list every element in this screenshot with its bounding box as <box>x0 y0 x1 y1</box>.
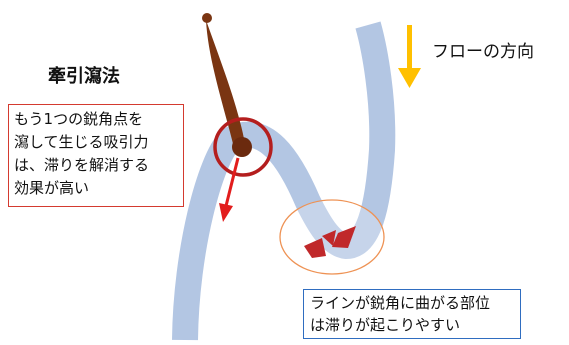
bend-note-line: は滞りが起こりやすい <box>310 316 461 334</box>
suction-note-line: 瀉して生じる吸引力 <box>14 133 149 151</box>
needle-icon <box>202 13 252 157</box>
suction-note-line: は、滞りを解消する <box>14 156 150 174</box>
needle-circle <box>213 117 273 177</box>
bend-note-line: ラインが鋭角に曲がる部位 <box>310 294 491 312</box>
bend-note-box: ラインが鋭角に曲がる部位 は滞りが起こりやすい <box>303 289 521 339</box>
diagram-title: 牽引瀉法 <box>48 66 120 87</box>
suction-note-line: 効果が高い <box>14 179 90 197</box>
suction-note-box: もう1つの鋭角点を 瀉して生じる吸引力 は、滞りを解消する 効果が高い <box>8 104 184 207</box>
flow-direction-label: フローの方向 <box>432 42 534 62</box>
flow-line <box>172 21 396 341</box>
suction-arrow <box>219 157 240 222</box>
stagnation-arrows <box>304 226 356 258</box>
suction-note-line: もう1つの鋭角点を <box>14 110 144 128</box>
flow-direction-arrow <box>398 25 421 88</box>
